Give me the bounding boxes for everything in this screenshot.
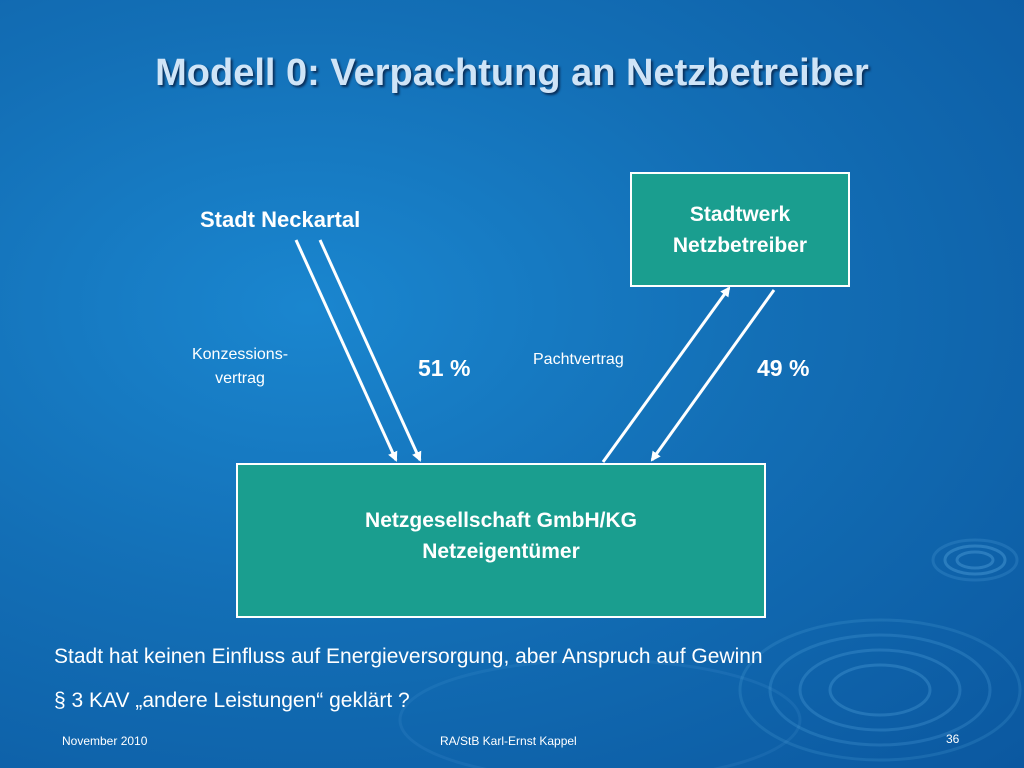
slide-title: Modell 0: Verpachtung an Netzbetreiber <box>155 52 869 94</box>
konzession-line2: vertrag <box>215 370 265 387</box>
note-line2: § 3 KAV „andere Leistungen“ geklärt ? <box>54 689 410 712</box>
stadt-label: Stadt Neckartal <box>200 207 361 232</box>
stadtwerk-box: Stadtwerk Netzbetreiber <box>630 172 850 287</box>
footer-author: RA/StB Karl-Ernst Kappel <box>440 734 577 748</box>
share-right-label: 49 % <box>757 355 810 381</box>
share-51-arrow <box>318 239 422 462</box>
konzession-line1: Konzessions- <box>191 346 289 363</box>
footer-page-number: 36 <box>946 732 960 746</box>
pachtvertrag-label: Pachtvertrag <box>533 351 624 368</box>
share-left-label: 51 % <box>418 355 471 381</box>
stadtwerk-line2: Netzbetreiber <box>672 233 808 257</box>
netz-line1: Netzgesellschaft GmbH/KG <box>365 508 637 532</box>
note-line1: Stadt hat keinen Einfluss auf Energiever… <box>54 645 763 668</box>
share-49-arrow <box>650 289 776 462</box>
pacht-arrow <box>601 286 731 463</box>
netzgesellschaft-box: Netzgesellschaft GmbH/KG Netzeigentümer <box>236 463 766 618</box>
konzession-arrow <box>294 239 398 462</box>
konzession-label: Konzessions- vertrag <box>160 343 320 391</box>
stadtwerk-line1: Stadtwerk <box>689 202 791 226</box>
netz-line2: Netzeigentümer <box>422 539 580 563</box>
footer-date: November 2010 <box>62 734 148 748</box>
